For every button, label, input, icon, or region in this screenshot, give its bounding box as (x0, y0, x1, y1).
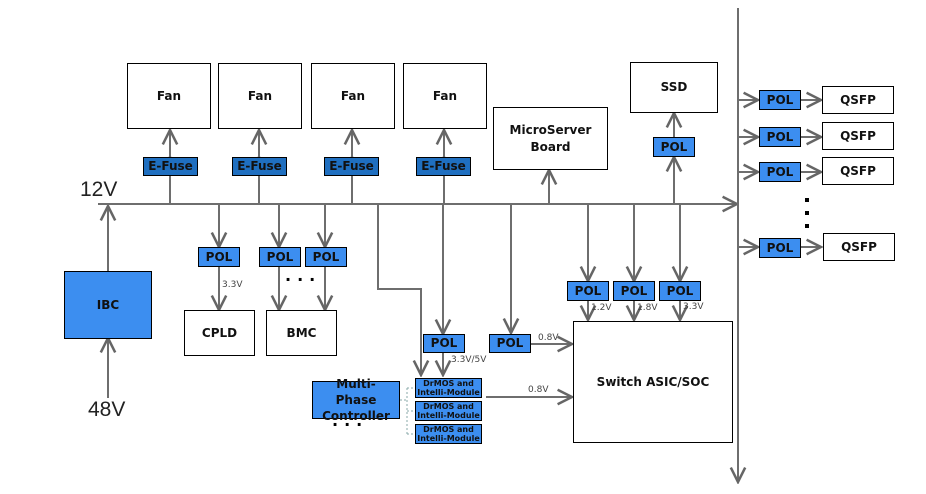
cpld-pol-block: POL (198, 247, 240, 267)
fan-block: Fan (311, 63, 395, 129)
efuse-block: E-Fuse (324, 157, 379, 176)
qsfp-block: QSFP (822, 122, 894, 150)
drmos-input-voltage-label: 3.3V/5V (451, 355, 487, 365)
core-voltage-label: 0.8V (538, 333, 559, 343)
48v-label: 48V (88, 398, 126, 421)
asic-voltage-label: 3.3V (683, 302, 704, 312)
cpld-voltage-label: 3.3V (222, 280, 243, 290)
bmc-ellipsis: ... (285, 266, 322, 285)
fan-block: Fan (218, 63, 302, 129)
qsfp-block: QSFP (823, 233, 895, 261)
switch-asic-block: Switch ASIC/SOC (573, 321, 733, 443)
fan-block: Fan (127, 63, 211, 129)
qsfp-pol-block: POL (759, 127, 801, 147)
multi-phase-controller-block: Multi-Phase Controller (312, 377, 400, 423)
qsfp-vertical-ellipsis (805, 198, 811, 237)
qsfp-pol-block: POL (759, 238, 801, 258)
asic-pol-block: POL (613, 281, 655, 301)
drmos-output-voltage-label: 0.8V (528, 385, 549, 395)
bmc-block: BMC (266, 310, 337, 356)
microserver-board-block: MicroServer Board (493, 107, 608, 170)
asic-voltage-label: 1.8V (637, 303, 658, 313)
bmc-pol-block: POL (259, 247, 301, 267)
bmc-pol-block: POL (305, 247, 347, 267)
ssd-pol-block: POL (653, 137, 695, 157)
ibc-block: IBC (64, 271, 152, 339)
asic-pol-block: POL (567, 281, 609, 301)
qsfp-block: QSFP (822, 157, 894, 185)
drmos-module-block: DrMOS and Intelli-Module (415, 424, 482, 444)
12v-label: 12V (80, 178, 118, 201)
drmos-pol-block: POL (423, 334, 465, 353)
qsfp-pol-block: POL (759, 90, 801, 110)
fan-block: Fan (403, 63, 487, 129)
asic-pol-block: POL (659, 281, 701, 301)
drmos-module-block: DrMOS and Intelli-Module (415, 378, 482, 398)
asic-voltage-label: 1.2V (591, 303, 612, 313)
efuse-block: E-Fuse (143, 157, 198, 176)
core-pol-block: POL (489, 334, 531, 353)
efuse-block: E-Fuse (416, 157, 471, 176)
drmos-module-block: DrMOS and Intelli-Module (415, 401, 482, 421)
efuse-block: E-Fuse (232, 157, 287, 176)
controller-ellipsis: ... (332, 411, 369, 430)
qsfp-block: QSFP (822, 86, 894, 114)
ssd-block: SSD (630, 62, 718, 113)
cpld-block: CPLD (184, 310, 255, 356)
controller-dotted-links (400, 387, 414, 435)
qsfp-pol-block: POL (759, 162, 801, 182)
